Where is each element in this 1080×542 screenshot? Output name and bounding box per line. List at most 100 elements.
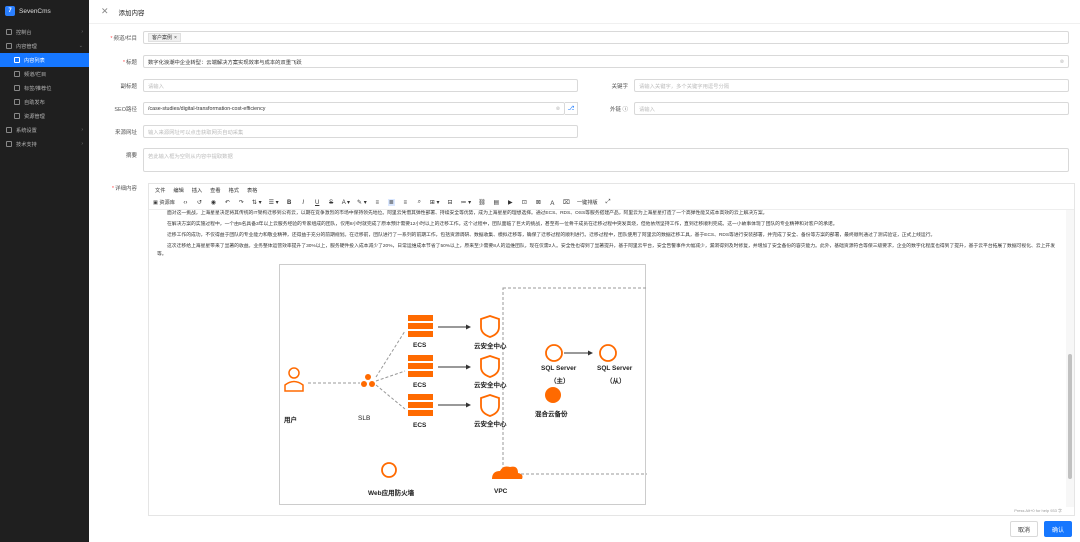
sidebar-item-content-list[interactable]: 内容列表 [0,53,89,67]
summary-textarea[interactable]: 若此输入框为空则从内容中提取数据 [143,148,1069,172]
menu-table[interactable]: 表格 [246,187,258,194]
channel-tag-label: 客户案例 [152,35,173,41]
menu-file[interactable]: 文件 [155,187,166,194]
sidebar-item-system-settings[interactable]: 系统设置 › [0,123,89,137]
source-code-icon[interactable]: ‹› [183,199,188,206]
clear-icon[interactable]: ⊗ [1059,58,1064,65]
confirm-button[interactable]: 确认 [1044,521,1072,537]
user-icon [288,367,300,379]
template-icon[interactable]: ⊡ [521,200,527,206]
sidebar-item-resources[interactable]: 资源管理 [0,109,89,123]
editor-content[interactable]: 面对这一挑战，上海星星决定将其传统的IT架构迁移到公有云，以期在竞争激烈的市场中… [149,210,1064,507]
keywords-label: 关键字 [611,83,628,90]
tag-icon [14,85,20,91]
italic-icon[interactable]: I [302,199,305,206]
link-icon[interactable]: ⛓ [478,200,486,206]
waf-label: Web应用防火墙 [368,490,415,497]
font-icon[interactable]: Ａ [549,201,556,207]
sidebar-item-content-manage[interactable]: 内容管理 ⌄ [0,39,89,53]
fullscreen-icon[interactable]: ⤢ [605,199,611,205]
sql-slave-label: SQL Server [597,365,633,372]
editor-scrollbar[interactable] [1066,210,1074,507]
sql-slave-role: （从） [606,378,626,385]
table-icon[interactable]: ⊞ ▾ [429,200,440,206]
menu-format[interactable]: 格式 [228,187,239,194]
font-color-icon[interactable]: A ▾ [341,200,351,206]
undo-icon[interactable]: ↶ [224,200,230,206]
cancel-button[interactable]: 取消 [1010,521,1038,537]
title-label: 标题 [125,59,137,66]
sidebar-item-dashboard[interactable]: 控制台 › [0,25,89,39]
scrollbar-thumb[interactable] [1068,354,1072,479]
resource-library-button[interactable]: ▣ 资源库 [153,200,175,206]
title-value: 数字化浪潮中企业转型：云端解决方案实现效率与成本的双重飞跃 [148,59,302,66]
clear-icon[interactable]: ⊗ [555,105,560,112]
sidebar-item-label: 控制台 [16,29,32,36]
one-click-layout-button[interactable]: 一键排版 [576,200,598,206]
seo-path-input[interactable]: /case-studies/digital-transformation-cos… [143,102,565,115]
strikethrough-icon[interactable]: S [329,199,334,206]
underline-icon[interactable]: U [315,199,320,206]
subtitle-label: 副标题 [120,83,137,90]
sidebar-item-label: 技术支持 [16,141,37,148]
highlight-icon[interactable]: ✎ ▾ [357,200,367,206]
resource-icon [14,113,20,119]
redo-icon[interactable]: ↷ [238,200,244,206]
title-input[interactable]: 数字化浪潮中企业转型：云端解决方案实现效率与成本的双重飞跃 ⊗ [143,55,1069,68]
architecture-diagram[interactable]: 用户 SLB ECS ECS ECS 云安全中心 云安全中心 云安全中心 SQL… [279,264,647,505]
bold-icon[interactable]: B [287,199,292,206]
sql-master-role: （主） [550,378,570,385]
align-center-icon[interactable]: ≣ [387,199,395,206]
channel-select[interactable]: 客户案例× [143,31,1069,44]
chevron-down-icon: ⌄ [78,43,83,49]
sidebar-item-tech-support[interactable]: 技术支持 › [0,137,89,151]
menu-edit[interactable]: 编辑 [173,187,184,194]
seo-row: SEO路径 /case-studies/digital-transformati… [89,102,578,115]
image-icon[interactable]: ▤ [493,200,500,206]
media-icon[interactable]: ▶ [508,200,513,206]
clear-format-icon[interactable]: ⌧ [562,200,570,206]
publish-icon [14,99,20,105]
search-icon[interactable]: ⌕ [417,199,421,205]
list-icon[interactable]: ≔ ▾ [460,200,472,206]
history-icon[interactable]: ↺ [196,200,202,206]
menu-view[interactable]: 查看 [210,187,221,194]
external-link-input[interactable]: 请输入 [634,102,1069,115]
sidebar-item-label: 频道/栏目 [24,71,47,78]
indent-icon[interactable]: ⊟ [447,200,453,206]
subtitle-input[interactable]: 请输入 [143,79,578,92]
sidebar-item-channels[interactable]: 频道/栏目 [0,67,89,81]
ecs-label: ECS [413,422,427,429]
menu-insert[interactable]: 插入 [191,187,203,194]
tag-close-icon[interactable]: × [174,34,177,41]
keywords-input[interactable]: 请输入关键字，多个关键字用逗号分隔 [634,79,1069,92]
hybrid-backup-label: 混合云备份 [535,411,568,418]
source-url-input[interactable]: 输入来源网址可以点击获取网页自动采集 [143,125,578,138]
chevron-right-icon: › [81,127,83,133]
align-left-icon[interactable]: ≡ [375,199,380,206]
channel-tag[interactable]: 客户案例× [148,33,181,42]
external-label: 外链 [609,106,621,113]
app-name: SevenCms [19,7,51,15]
sidebar-item-tags[interactable]: 标签/推荐位 [0,81,89,95]
sidebar-item-self-publish[interactable]: 自助发布 [0,95,89,109]
rich-text-editor[interactable]: 文件 编辑 插入 查看 格式 表格 ▣ 资源库 ‹› ↺ ◉ ↶ ↷ ⇅ ▾ ☰… [148,183,1075,516]
pinyin-icon[interactable]: ⎇ [565,102,578,115]
subtitle-row: 副标题 请输入 [89,79,578,92]
summary-placeholder: 若此输入框为空则从内容中提取数据 [148,154,233,160]
slb-label: SLB [358,415,371,422]
ecs-label: ECS [413,342,427,349]
preview-icon[interactable]: ◉ [210,200,217,206]
align-right-icon[interactable]: ≡ [403,199,408,206]
close-icon[interactable]: ✕ [101,6,109,16]
vpc-label: VPC [494,488,508,495]
line-height-icon[interactable]: ⇅ ▾ [251,200,262,206]
embed-icon[interactable]: ⊠ [535,200,541,206]
dashboard-icon [6,29,12,35]
app-logo[interactable]: 7 SevenCms [0,0,89,22]
drawer-title: 添加内容 [118,9,145,17]
gear-icon [6,127,12,133]
sidebar-item-label: 资源管理 [24,113,45,120]
diagram-shapes [284,315,617,479]
block-format-icon[interactable]: ☰ ▾ [268,200,279,206]
